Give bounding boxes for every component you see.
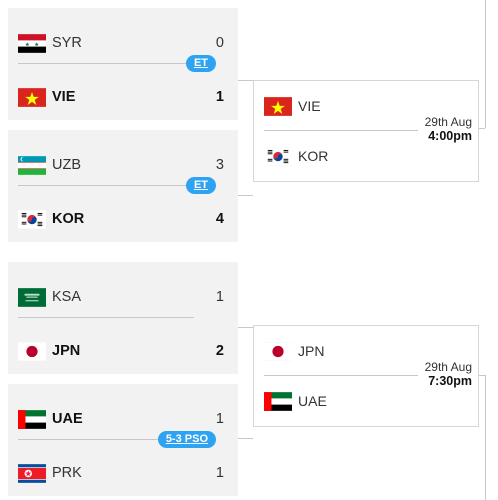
bracket-connector [485,375,486,500]
match-date: 29th Aug [424,115,472,129]
bracket-connector [477,375,485,376]
divider [18,439,194,440]
team-row: UZB 3 [8,150,238,180]
team-score: 1 [215,89,224,105]
semifinal-card[interactable]: JPN 29th Aug 7:30pm UAE [253,325,479,427]
divider [264,130,418,131]
bracket-connector [477,128,485,129]
extra-time-badge[interactable]: ET [185,177,216,194]
korea-flag-icon [264,147,292,166]
team-score: 1 [215,465,224,481]
team-name: KOR [298,148,329,164]
team-score: 3 [215,157,224,173]
team-name: UZB [52,157,81,173]
divider [18,63,194,64]
team-name: VIE [298,98,321,114]
bracket-connector [238,327,253,328]
team-row: SYR 0 [8,28,238,58]
team-row: VIE 1 [8,82,238,112]
match-card[interactable]: UZB 3 ET KOR 4 [8,130,238,242]
team-row: JPN [254,336,478,366]
team-row: VIE [254,91,478,121]
team-name: UAE [298,393,327,409]
team-name: PRK [52,465,82,481]
uae-flag-icon [264,392,292,411]
match-datetime: 29th Aug 4:00pm [425,115,472,143]
saudi-arabia-flag-icon [18,288,46,307]
team-score: 0 [215,35,224,51]
team-score: 2 [215,343,224,359]
bracket-connector [238,80,253,81]
team-score: 4 [215,211,224,227]
vietnam-flag-icon [18,88,46,107]
team-name: JPN [298,343,325,359]
team-name: VIE [52,89,76,105]
team-name: UAE [52,411,83,427]
team-row: JPN 2 [8,336,238,366]
syria-flag-icon [18,34,46,53]
bracket-connector [238,438,253,439]
uae-flag-icon [18,410,46,429]
match-time: 7:30pm [428,374,472,388]
north-korea-flag-icon [18,464,46,483]
team-row: UAE [254,386,478,416]
korea-flag-icon [18,210,46,229]
bracket-connector [238,195,253,196]
divider [18,185,194,186]
team-name: JPN [52,343,81,359]
team-row: KOR [254,141,478,171]
vietnam-flag-icon [264,97,292,116]
team-row: PRK 1 [8,458,238,488]
team-score: 1 [215,289,224,305]
match-datetime: 29th Aug 7:30pm [425,360,472,388]
match-time: 4:00pm [428,129,472,143]
extra-time-badge[interactable]: ET [185,55,216,72]
match-card[interactable]: UAE 1 5-3 PSO PRK 1 [8,384,238,496]
penalty-shootout-badge[interactable]: 5-3 PSO [157,431,216,448]
team-row: KOR 4 [8,204,238,234]
match-date: 29th Aug [424,360,472,374]
japan-flag-icon [18,342,46,361]
bracket-connector [485,0,486,128]
semifinal-card[interactable]: VIE 29th Aug 4:00pm KOR [253,80,479,182]
team-row: KSA 1 [8,282,238,312]
match-card[interactable]: KSA 1 JPN 2 [8,262,238,374]
team-name: KOR [52,211,85,227]
team-name: KSA [52,289,82,305]
divider [264,375,418,376]
match-card[interactable]: SYR 0 ET VIE 1 [8,8,238,120]
japan-flag-icon [264,342,292,361]
divider [18,317,194,318]
uzbekistan-flag-icon [18,156,46,175]
team-name: SYR [52,35,82,51]
team-row: UAE 1 [8,404,238,434]
team-score: 1 [215,411,224,427]
